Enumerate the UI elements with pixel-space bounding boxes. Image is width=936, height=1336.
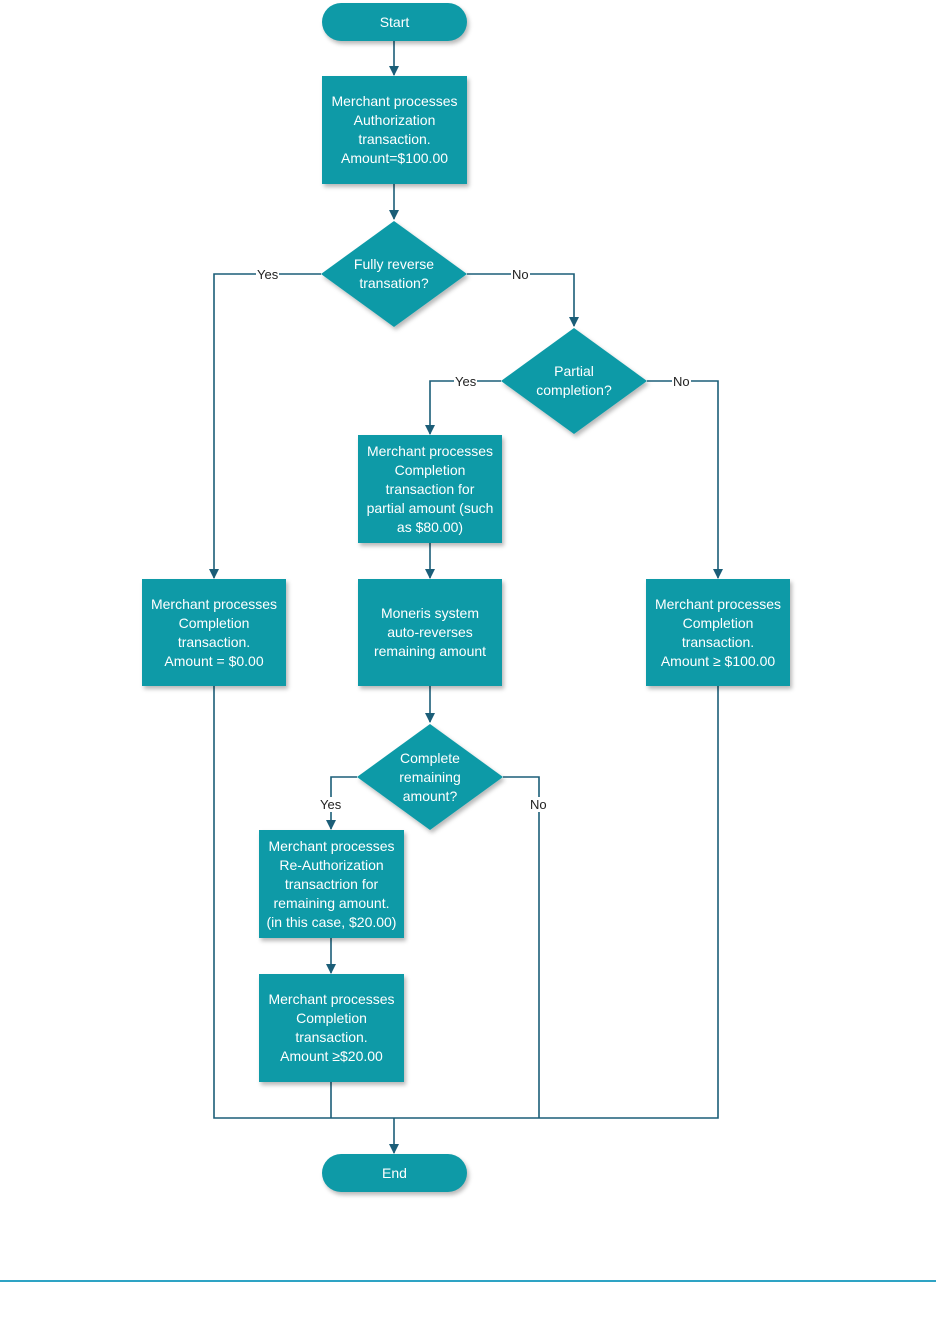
completion-100-process-box: Merchant processes Completion transactio… xyxy=(646,579,790,686)
decision-partial-completion-shape xyxy=(501,328,647,434)
edge-label-no-fully-reverse: No xyxy=(511,267,530,282)
connector-yes-completion-0 xyxy=(209,273,321,579)
end-terminator: End xyxy=(322,1154,467,1192)
complete-remaining-decision-label: Complete remaining amount? xyxy=(399,749,461,804)
edge-label-yes-fully-reverse: Yes xyxy=(256,267,280,282)
partial-completion-process-box: Merchant processes Completion transactio… xyxy=(358,435,502,543)
reauthorization-process-box: Merchant processes Re-Authorization tran… xyxy=(259,830,404,938)
connector-no-partial xyxy=(467,273,579,327)
edge-label-no-complete-remaining: No xyxy=(529,797,548,812)
decision-fully-reverse-shape xyxy=(321,221,467,327)
connector-no-merge xyxy=(503,776,540,1118)
authorization-process-box: Merchant processes Authorization transac… xyxy=(322,76,467,184)
partial-completion-decision-label: Partial completion? xyxy=(536,363,612,398)
start-terminator: Start xyxy=(322,3,467,41)
connector-yes-partial-box xyxy=(425,380,501,435)
decision-complete-remaining-shape xyxy=(357,724,503,830)
edge-label-no-partial: No xyxy=(672,374,691,389)
auto-reverse-process-box: Moneris system auto-reverses remaining a… xyxy=(358,579,502,686)
completion-0-process-box: Merchant processes Completion transactio… xyxy=(142,579,286,686)
completion-20-process-box: Merchant processes Completion transactio… xyxy=(259,974,404,1082)
connector-completion-0-merge xyxy=(213,686,719,1119)
connector-no-completion-100 xyxy=(647,380,723,579)
footer-divider xyxy=(0,1280,936,1282)
fully-reverse-decision-label: Fully reverse transation? xyxy=(353,256,435,291)
edge-label-yes-complete-remaining: Yes xyxy=(319,797,343,812)
edge-label-yes-partial: Yes xyxy=(454,374,478,389)
